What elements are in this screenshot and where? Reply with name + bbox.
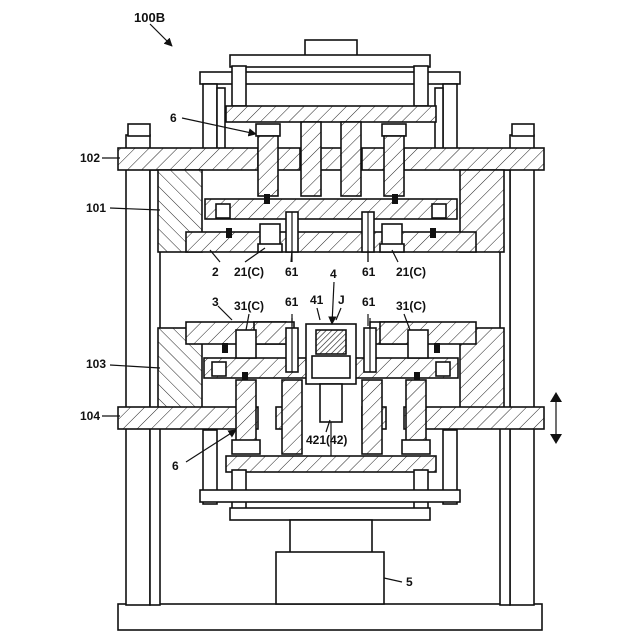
label-5: 5 [406, 575, 413, 589]
label-101: 101 [86, 201, 106, 215]
upper-platen-102 [118, 148, 544, 170]
label-102: 102 [80, 151, 100, 165]
label-31c-right: 31(C) [396, 299, 426, 313]
label-104: 104 [80, 409, 100, 423]
upper-frame [200, 40, 460, 154]
label-J: J [338, 293, 345, 307]
label-4: 4 [330, 267, 337, 281]
figure-id-label: 100B [134, 10, 165, 25]
actuator-5 [276, 552, 384, 604]
label-3: 3 [212, 295, 219, 309]
label-6-upper: 6 [170, 111, 177, 125]
label-31c-left: 31(C) [234, 299, 264, 313]
label-61-upper-left: 61 [285, 265, 299, 279]
upper-mold-101 [158, 170, 504, 262]
label-41: 41 [310, 293, 324, 307]
label-61-lower-right: 61 [362, 295, 376, 309]
label-21c-right: 21(C) [396, 265, 426, 279]
label-6-lower: 6 [172, 459, 179, 473]
label-21c-left: 21(C) [234, 265, 264, 279]
label-103: 103 [86, 357, 106, 371]
label-2: 2 [212, 265, 219, 279]
label-421-42: 421(42) [306, 433, 347, 447]
label-61-lower-left: 61 [285, 295, 299, 309]
label-61-upper-right: 61 [362, 265, 376, 279]
